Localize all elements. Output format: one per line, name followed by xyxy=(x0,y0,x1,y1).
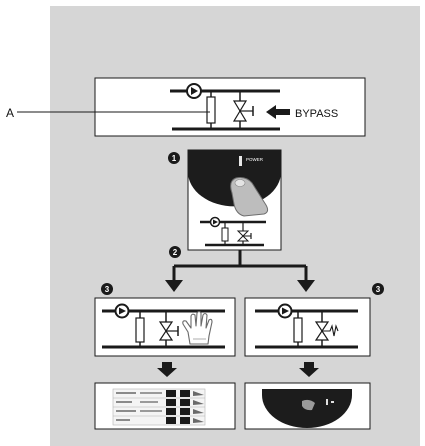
bypass-overview-box: BYPASS xyxy=(94,77,366,137)
step-1-badge: 1 xyxy=(168,152,180,164)
manual-bypass-box xyxy=(94,297,236,357)
svg-text:3: 3 xyxy=(105,285,110,294)
filter-icon xyxy=(206,96,216,124)
arrow-down-icon xyxy=(297,280,315,292)
arrow-left-icon xyxy=(266,105,290,119)
svg-text:3: 3 xyxy=(376,285,381,294)
step-3-left-badge: 3 xyxy=(101,283,113,295)
valve-icon xyxy=(232,100,254,122)
finger-press-icon xyxy=(230,177,269,217)
arrow-down-icon xyxy=(299,362,319,377)
callout-label-a: A xyxy=(6,106,14,120)
step-3-right-badge: 3 xyxy=(372,283,384,295)
pump-icon xyxy=(186,83,202,99)
branch-connector xyxy=(165,250,315,292)
step-2-badge: 2 xyxy=(169,246,181,258)
auto-bypass-box xyxy=(244,297,371,357)
arrow-down-icon xyxy=(165,280,183,292)
arrow-down-icon xyxy=(157,362,177,377)
power-label: POWER xyxy=(246,157,264,162)
svg-text:2: 2 xyxy=(173,248,178,257)
glove-icon xyxy=(182,310,213,345)
svg-text:1: 1 xyxy=(172,154,177,163)
settings-table-icon xyxy=(94,382,236,430)
power-step-box: POWER xyxy=(187,149,282,251)
power-knob-closeup xyxy=(244,382,371,430)
bypass-label: BYPASS xyxy=(295,108,338,120)
